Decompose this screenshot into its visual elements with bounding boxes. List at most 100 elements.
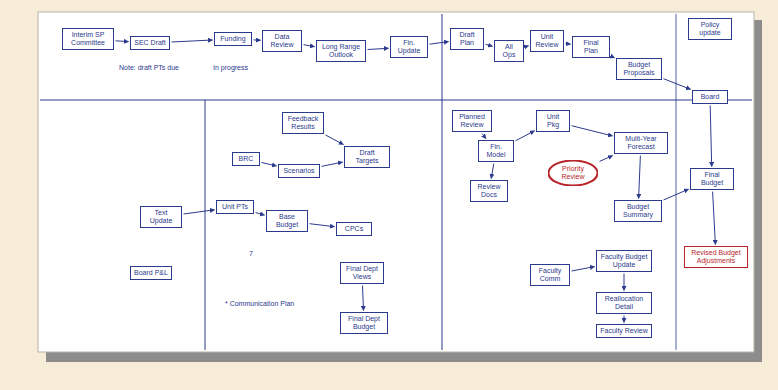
- flow-arrow: [254, 39, 261, 40]
- box-text: Priority Review: [555, 165, 591, 181]
- box-text: Scenarios: [282, 167, 316, 175]
- process-box: Long Range Outlook: [316, 40, 366, 62]
- box-text: Long Range Outlook: [320, 43, 362, 59]
- box-text: Board P&L: [134, 269, 168, 277]
- box-text: Text Update: [144, 209, 178, 225]
- box-text: Base Budget: [270, 213, 304, 229]
- flow-arrow: [639, 156, 641, 199]
- flow-arrow: [526, 45, 529, 47]
- process-box: BRC: [232, 152, 260, 166]
- process-box: Draft Plan: [450, 28, 484, 50]
- process-box: Faculty Comm: [530, 264, 570, 286]
- flow-arrow: [184, 210, 215, 214]
- box-text: Funding: [218, 35, 248, 43]
- box-text: BRC: [236, 155, 256, 163]
- box-text: Draft Targets: [348, 149, 386, 165]
- box-text: Revised Budget Adjustments: [688, 249, 744, 265]
- flow-arrow: [572, 267, 595, 271]
- process-box: Feedback Results: [282, 112, 324, 134]
- box-text: Unit Review: [534, 33, 560, 49]
- flow-arrow: [710, 106, 712, 167]
- box-text: SEC Draft: [134, 39, 166, 47]
- box-text: Reallocation Detail: [600, 295, 648, 311]
- flow-arrow: [262, 163, 277, 166]
- process-box: Unit Review: [530, 30, 564, 52]
- process-box: Funding: [214, 32, 252, 46]
- flow-arrow: [310, 224, 335, 227]
- box-text: Policy update: [692, 21, 728, 37]
- process-box: Policy update: [688, 18, 732, 40]
- box-text: Unit Pkg: [540, 113, 566, 129]
- flow-arrow: [482, 134, 486, 139]
- box-text: Budget Summary: [618, 203, 658, 219]
- flow-arrow: [624, 316, 625, 323]
- whiteboard: [38, 12, 754, 352]
- flow-arrow: [304, 45, 315, 47]
- process-box: SEC Draft: [130, 36, 170, 50]
- process-box: Text Update: [140, 206, 182, 228]
- process-box: Revised Budget Adjustments: [684, 246, 748, 268]
- ellipse-node: Priority Review: [548, 160, 598, 186]
- process-box: CPCs: [336, 222, 372, 236]
- box-text: Final Dept Budget: [344, 315, 384, 331]
- flow-arrow: [326, 135, 344, 145]
- process-box: Board P&L: [130, 266, 172, 280]
- box-text: CPCs: [340, 225, 368, 233]
- box-text: Faculty Comm: [534, 267, 566, 283]
- flow-arrow: [566, 43, 571, 45]
- flow-arrow: [491, 164, 494, 179]
- box-text: Multi-Year Forecast: [618, 135, 664, 151]
- box-text: Budget Proposals: [620, 61, 658, 77]
- box-text: Board: [696, 93, 724, 101]
- box-text: Unit PTs: [220, 203, 250, 211]
- note-label: * Communication Plan: [224, 300, 295, 308]
- box-text: Interim SP Committee: [66, 31, 110, 47]
- process-box: Planned Review: [452, 110, 492, 132]
- flow-arrow: [322, 162, 343, 166]
- process-box: Multi-Year Forecast: [614, 132, 668, 154]
- box-text: Faculty Review: [600, 327, 648, 335]
- box-text: Faculty Budget Update: [600, 253, 648, 269]
- process-box: Review Docs: [470, 180, 508, 202]
- divider-line: [40, 100, 752, 101]
- box-text: Feedback Results: [286, 115, 320, 131]
- flow-arrow: [116, 40, 129, 42]
- box-text: Fin. Model: [482, 143, 510, 159]
- process-box: Final Budget: [690, 168, 734, 190]
- flow-arrow: [664, 189, 689, 200]
- process-box: Faculty Budget Update: [596, 250, 652, 272]
- flow-arrow: [368, 48, 389, 49]
- flow-arrow: [572, 126, 613, 136]
- divider-line: [442, 14, 443, 350]
- process-box: Scenarios: [278, 164, 320, 178]
- process-box: Unit Pkg: [536, 110, 570, 132]
- box-text: Fin. Update: [394, 39, 424, 55]
- flow-arrow: [363, 286, 364, 311]
- note-label: Note: draft PTs due: [118, 64, 180, 72]
- flow-arrow: [612, 56, 615, 57]
- process-box: Unit PTs: [216, 200, 254, 214]
- process-box: Draft Targets: [344, 146, 390, 168]
- process-box: Base Budget: [266, 210, 308, 232]
- flow-arrow: [172, 40, 213, 42]
- process-box: Final Dept Budget: [340, 312, 388, 334]
- process-box: Interim SP Committee: [62, 28, 114, 50]
- flow-arrow: [486, 44, 493, 46]
- process-box: Final Dept Views: [340, 262, 384, 284]
- process-box: Data Review: [262, 30, 302, 52]
- note-label: In progress: [212, 64, 249, 72]
- note-label: 7: [248, 250, 254, 258]
- process-box: Final Plan: [572, 36, 610, 58]
- process-box: Reallocation Detail: [596, 292, 652, 314]
- box-text: Planned Review: [456, 113, 488, 129]
- flow-arrow: [600, 156, 613, 162]
- divider-line: [205, 100, 206, 350]
- process-box: Faculty Review: [596, 324, 652, 338]
- flow-arrow: [256, 213, 265, 215]
- box-text: Final Plan: [576, 39, 606, 55]
- flow-arrow: [713, 192, 716, 245]
- process-box: Board: [692, 90, 728, 104]
- flow-arrow: [430, 42, 449, 45]
- box-text: Data Review: [266, 33, 298, 49]
- box-text: Final Dept Views: [344, 265, 380, 281]
